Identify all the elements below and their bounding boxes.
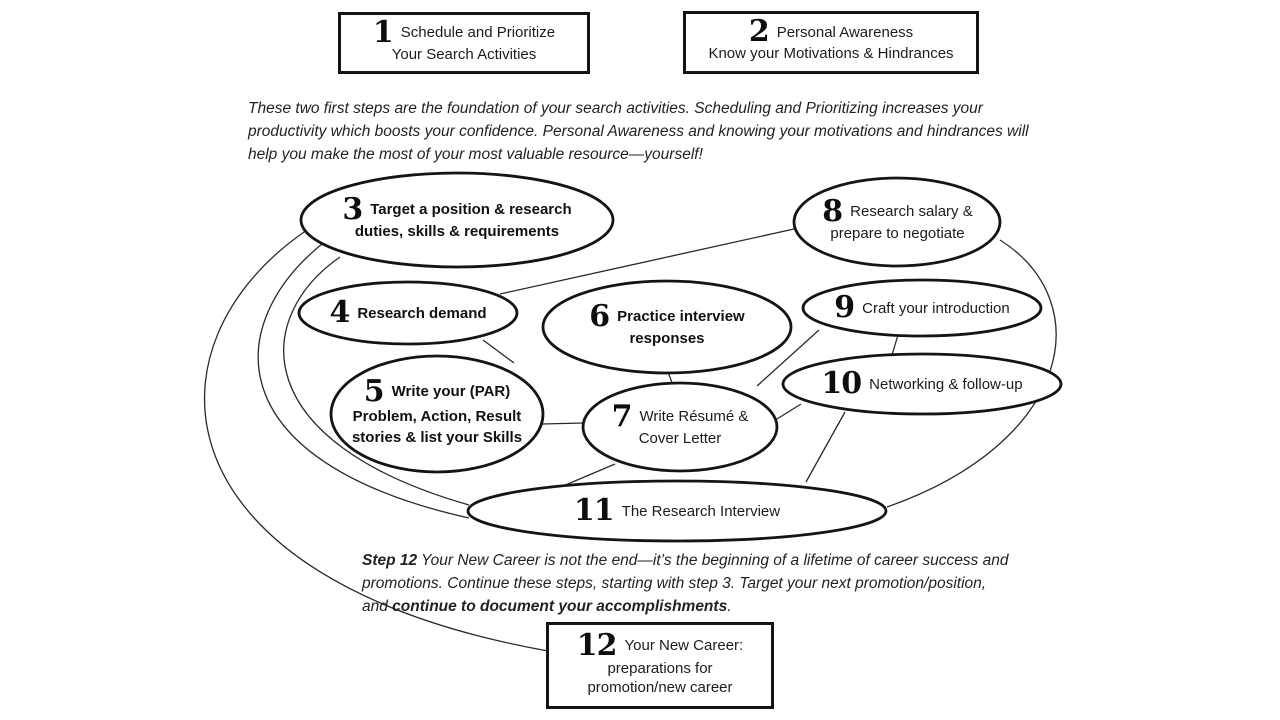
step12-label-line1: Your New Career: (624, 637, 744, 654)
step11-label-line1: The Research Interview (621, 502, 781, 520)
step6-label-line1: Practice interview (617, 308, 745, 325)
step5-label-line1: Write your (PAR) (391, 383, 511, 400)
step12-note-line3-pre: and (362, 598, 393, 615)
step3-node: 3 Target a position & research duties, s… (312, 180, 602, 260)
step12-note-line1: Step 12 Your New Career is not the end—i… (362, 549, 1052, 572)
intro-line1: These two first steps are the foundation… (248, 100, 983, 117)
step12-note-lead: Step 12 (362, 552, 418, 569)
step4-number: 4 (329, 295, 350, 330)
step12-box: 12 Your New Career: preparations for pro… (546, 622, 774, 709)
step4-node: 4 Research demand (310, 288, 506, 338)
step12-label-line3: promotion/new career (587, 678, 733, 696)
connector-4-to-5 (482, 339, 515, 364)
step5-node: 5 Write your (PAR) Problem, Action, Resu… (340, 365, 534, 463)
step12-note-line3: and continue to document your accomplish… (362, 595, 1052, 618)
step6-number: 6 (589, 298, 610, 334)
step5-number: 5 (363, 373, 385, 409)
connector-3-to-11-inner (283, 256, 470, 506)
intro-paragraph: These two first steps are the foundation… (248, 97, 1063, 166)
step5-ellipse (329, 354, 545, 474)
step10-label-line1: Networking & follow-up (869, 375, 1023, 393)
step12-note-line1-rest: Your New Career is not the end—it’s the … (417, 552, 1009, 569)
step12-note: Step 12 Your New Career is not the end—i… (362, 549, 1052, 618)
step3-number: 3 (342, 191, 363, 227)
step9-number: 9 (834, 290, 855, 325)
step8-label-line1: Research salary & (850, 203, 973, 220)
step2-label-line1: Personal Awareness (776, 23, 914, 41)
connector-4-to-8 (499, 228, 795, 295)
intro-line2: productivity which boosts your confidenc… (248, 123, 1029, 140)
step5-label-line2: Problem, Action, Result (352, 407, 522, 425)
intro-line3: help you make the most of your most valu… (248, 146, 703, 163)
step10-node: 10 Networking & follow-up (793, 362, 1051, 406)
step8-label-line2: prepare to negotiate (830, 224, 965, 242)
step6-label-line2: responses (629, 329, 705, 347)
step10-number: 10 (821, 366, 862, 401)
step1-box: 1 Schedule and Prioritize Your Search Ac… (338, 12, 590, 74)
step3-label-line2: duties, skills & requirements (354, 222, 560, 240)
step1-label-line1: Schedule and Prioritize (400, 24, 556, 41)
connector-9-to-7 (756, 329, 820, 387)
connector-3-to-11-outer (257, 243, 470, 519)
step6-ellipse (541, 279, 793, 375)
connector-5-to-7 (541, 422, 585, 425)
step11-ellipse (466, 479, 888, 543)
step9-ellipse (801, 278, 1043, 338)
step6-node: 6 Practice interview responses (553, 290, 781, 364)
connector-10-to-11 (805, 411, 846, 483)
step7-label-line2: Cover Letter (638, 429, 722, 447)
step12-note-line3-bold: continue to document your accomplishment… (392, 598, 728, 615)
step1-label-line2: Your Search Activities (391, 45, 537, 63)
step12-number: 12 (576, 627, 618, 663)
step3-label-line1: Target a position & research (370, 201, 572, 218)
step2-box: 2 Personal Awareness Know your Motivatio… (683, 11, 979, 74)
step12-note-line2: promotions. Continue these steps, starti… (362, 575, 987, 592)
step8-number: 8 (822, 193, 843, 229)
step12-label-line2: preparations for (607, 659, 713, 677)
step11-node: 11 The Research Interview (480, 490, 874, 532)
connector-3-to-12 (204, 229, 549, 652)
step12-note-line3-post: . (727, 598, 732, 615)
step3-ellipse (299, 171, 615, 269)
step7-node: 7 Write Résumé & Cover Letter (590, 392, 770, 462)
step5-label-line3: stories & list your Skills (351, 428, 523, 446)
step7-ellipse (581, 381, 779, 473)
step8-ellipse (792, 176, 1002, 268)
step7-number: 7 (611, 398, 633, 434)
step9-label-line1: Craft your introduction (862, 299, 1010, 317)
step4-ellipse (297, 280, 519, 346)
connector-9-to-10 (891, 334, 899, 356)
step4-label-line1: Research demand (357, 304, 487, 322)
step8-node: 8 Research salary & prepare to negotiate (800, 185, 995, 259)
step2-number: 2 (748, 14, 770, 49)
step1-number: 1 (372, 14, 394, 50)
step9-node: 9 Craft your introduction (810, 288, 1034, 328)
step11-number: 11 (573, 493, 615, 528)
step7-label-line1: Write Résumé & (639, 408, 749, 425)
connector-7-to-10 (776, 403, 802, 420)
step2-label-line2: Know your Motivations & Hindrances (708, 45, 954, 62)
step10-ellipse (781, 352, 1063, 416)
